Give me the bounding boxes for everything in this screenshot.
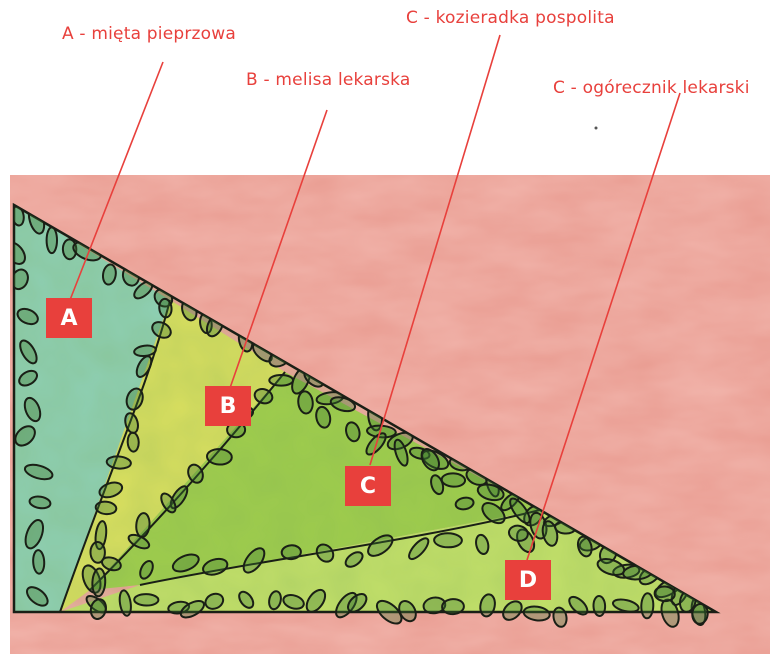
marker-b: B [205, 386, 251, 426]
ink-dot [595, 127, 598, 130]
label-borage: C - ogórecznik lekarski [553, 78, 750, 98]
leaf-sketch [593, 596, 605, 616]
leaf-sketch [33, 550, 45, 574]
leaf-sketch [207, 448, 233, 465]
leaf-sketch [441, 473, 465, 487]
leaf-sketch [134, 594, 158, 606]
leaf-sketch [47, 227, 57, 253]
leaf-sketch [92, 568, 106, 596]
marker-d: D [505, 560, 551, 600]
leaf-sketch [641, 593, 654, 618]
leaf-sketch [127, 432, 139, 452]
marker-a: A [46, 298, 92, 338]
leaf-sketch [269, 375, 293, 386]
leaf-sketch [434, 533, 462, 547]
leaf-sketch [442, 599, 465, 615]
label-lemon-balm: B - melisa lekarska [246, 70, 411, 90]
leaf-sketch [281, 545, 301, 560]
marker-c: C [345, 466, 391, 506]
label-mint: A - mięta pieprzowa [62, 24, 236, 44]
leaf-sketch [654, 586, 675, 602]
label-fenugreek: C - kozieradka pospolita [406, 8, 615, 28]
